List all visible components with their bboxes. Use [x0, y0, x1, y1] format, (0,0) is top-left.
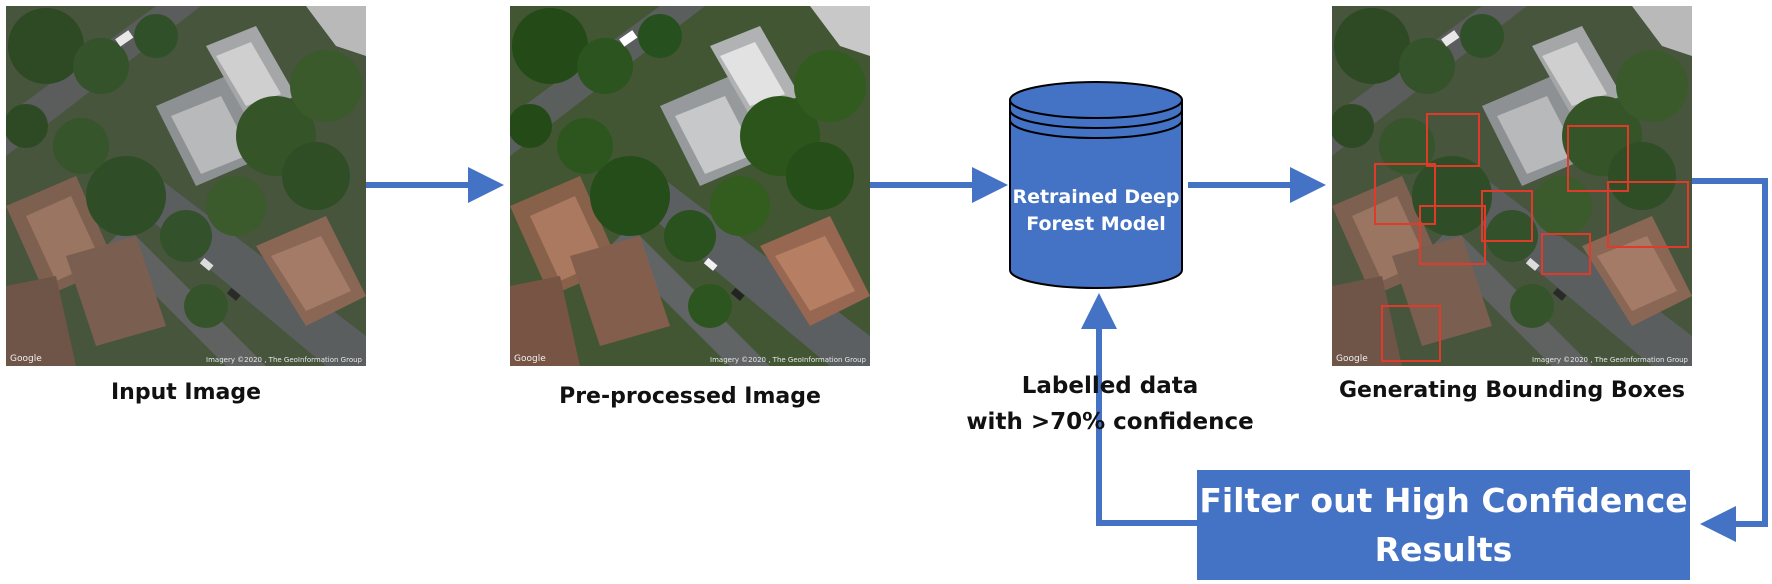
bounding-box-aerial-image: [1332, 6, 1692, 366]
bounding-box-caption: Generating Bounding Boxes: [1338, 378, 1686, 403]
input-image-panel: Google Imagery ©2020 , The GeoInformatio…: [6, 6, 366, 366]
bbox-watermark-google: Google: [1336, 354, 1368, 364]
input-watermark-imagery: Imagery ©2020 , The GeoInformation Group: [206, 356, 362, 364]
bbox-3: [1419, 205, 1486, 265]
bbox-2: [1374, 163, 1436, 225]
bbox-6: [1607, 181, 1689, 248]
filter-line1: Filter out High Confidence: [1199, 481, 1688, 520]
input-watermark-google: Google: [10, 354, 42, 364]
bbox-4: [1481, 190, 1533, 242]
preprocessed-watermark-google: Google: [514, 354, 546, 364]
arrow-filter-to-model: [1081, 293, 1197, 526]
labelled-data-line1: Labelled data: [1021, 373, 1199, 399]
filter-results-box: Filter out High Confidence Results: [1197, 470, 1690, 580]
bbox-7: [1541, 233, 1591, 275]
labelled-data-label: Labelled data with >70% confidence: [960, 368, 1260, 440]
arrow-bounding-boxes-to-filter: [1692, 178, 1768, 542]
bbox-8: [1381, 305, 1441, 362]
model-label-line1: Retrained Deep: [1012, 186, 1180, 208]
model-label: Retrained Deep Forest Model: [1010, 184, 1182, 238]
labelled-data-line2: with >70% confidence: [966, 409, 1254, 435]
bounding-box-image-panel: Google Imagery ©2020 , The GeoInformatio…: [1332, 6, 1692, 366]
input-image-caption: Input Image: [110, 380, 262, 405]
bbox-5: [1567, 125, 1629, 192]
model-cylinder: [1009, 81, 1183, 289]
filter-line2: Results: [1374, 530, 1513, 569]
preprocessed-image-caption: Pre-processed Image: [559, 384, 821, 409]
bbox-watermark-imagery: Imagery ©2020 , The GeoInformation Group: [1532, 356, 1688, 364]
model-label-line2: Forest Model: [1026, 213, 1166, 235]
preprocessed-watermark-imagery: Imagery ©2020 , The GeoInformation Group: [710, 356, 866, 364]
preprocessed-image-panel: Google Imagery ©2020 , The GeoInformatio…: [510, 6, 870, 366]
bbox-1: [1426, 113, 1480, 167]
